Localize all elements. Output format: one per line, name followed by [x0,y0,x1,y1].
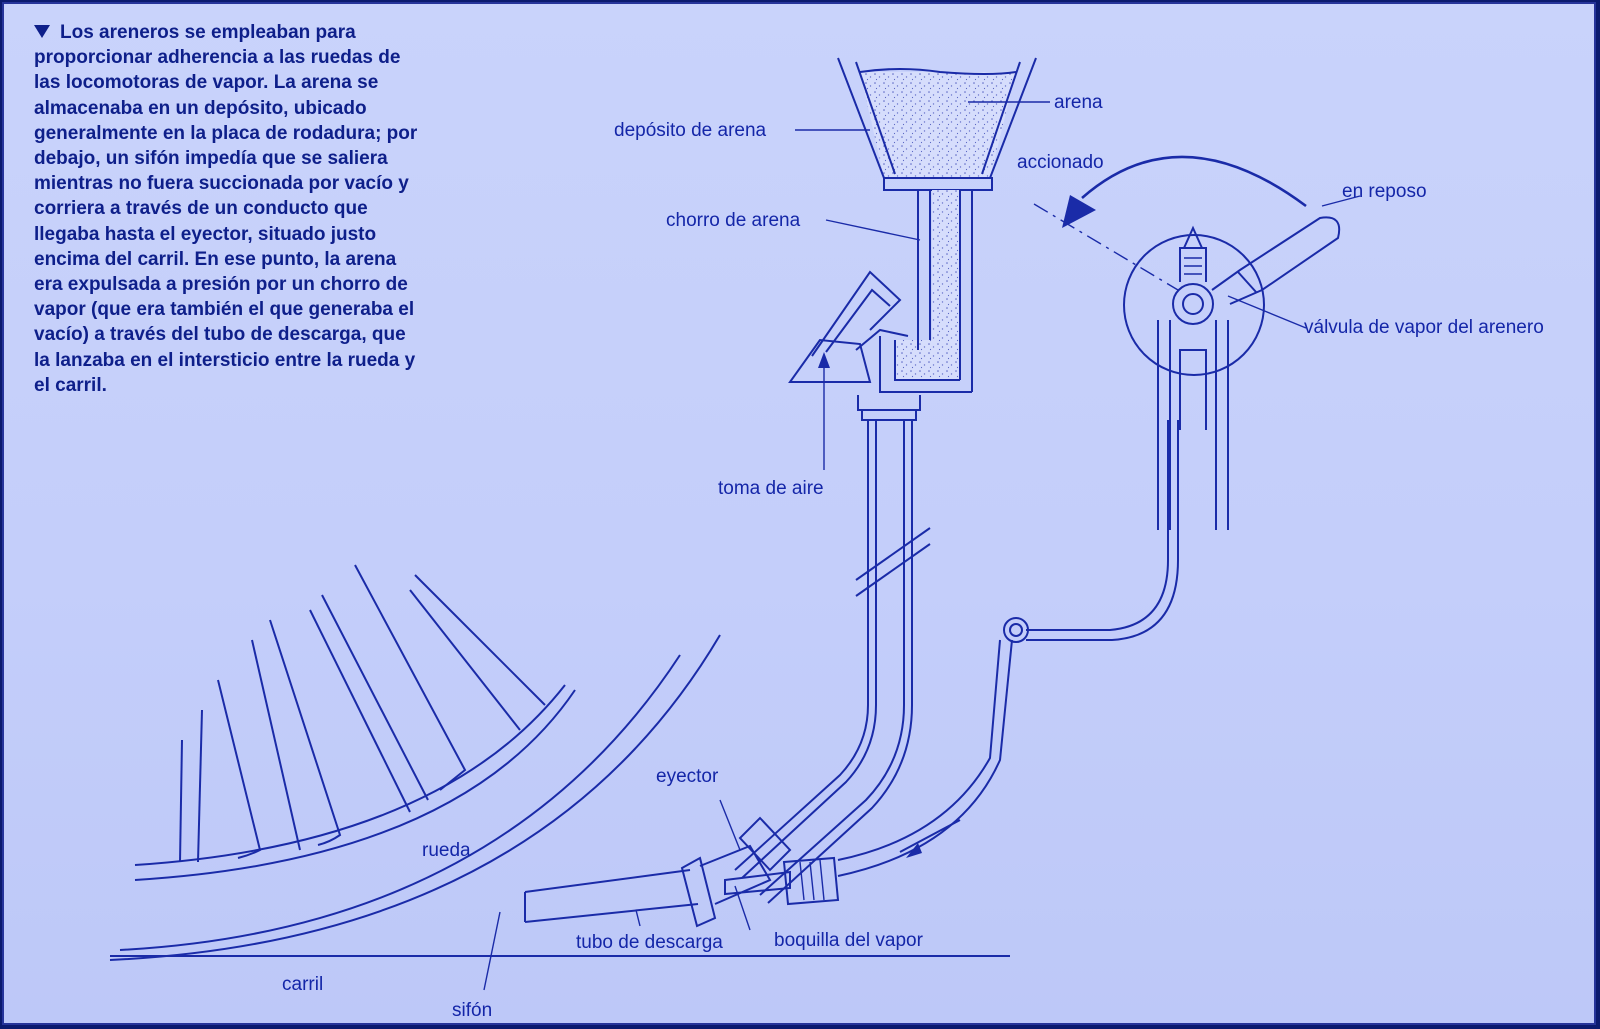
leader-lines [483,101,1361,991]
wheel-rim-inner [134,689,576,881]
label-eyector: eyector [656,766,719,787]
label-valvula-de-vapor: válvula de vapor del arenero [1304,317,1544,338]
caption-line: vapor (que era también el que generaba e… [34,299,415,321]
caption-text: Los areneros se empleaban para proporcio… [34,20,504,398]
caption-line: mientras no fuera succionada por vacío y [34,173,409,195]
label-tubo-de-descarga: tubo de descarga [576,932,723,953]
caption-line: era expulsada a presión por un chorro de [34,274,408,296]
ejector [524,816,840,928]
label-sifon: sifón [452,1000,492,1021]
sand-pipe [734,395,931,904]
caption-line: encima del carril. En ese punto, la aren… [34,248,397,270]
wheel-rim-edge [119,654,681,951]
caption-line: llegaba hasta el eyector, situado justo [34,223,377,245]
steam-valve [1033,155,1341,530]
triangle-down-icon [34,25,50,38]
wheel-rim-inner-2 [134,684,566,866]
label-toma-de-aire: toma de aire [718,478,824,499]
caption-line: las locomotoras de vapor. La arena se [34,72,379,94]
caption-line: almacenaba en un depósito, ubicado [34,97,367,119]
caption-line: Los areneros se empleaban para [34,20,504,45]
label-accionado: accionado [1017,152,1104,173]
label-boquilla-del-vapor: boquilla del vapor [774,930,924,951]
caption-line: vacío) a través del tubo de descarga, qu… [34,324,406,346]
wheel-spokes [179,564,546,863]
label-deposito-de-arena: depósito de arena [614,120,767,141]
label-carril: carril [282,974,323,995]
label-en-reposo: en reposo [1342,181,1427,202]
caption-line: debajo, un sifón impedía que se saliera [34,148,388,170]
caption-line: generalmente en la placa de rodadura; po… [34,122,418,144]
label-rueda: rueda [422,840,471,861]
wheel [109,564,721,961]
steam-pipe [837,420,1179,877]
caption-line: proporcionar adherencia a las ruedas de [34,47,401,69]
caption-line: corriera a través de un conducto que [34,198,368,220]
wheel-rim-outer [109,634,721,961]
label-chorro-de-arena: chorro de arena [666,210,801,231]
label-arena: arena [1054,92,1103,113]
air-intake [788,270,909,470]
caption-line: el carril. [34,374,107,396]
caption-line: la lanzaba en el intersticio entre la ru… [34,349,416,371]
sand-box [837,57,1037,393]
